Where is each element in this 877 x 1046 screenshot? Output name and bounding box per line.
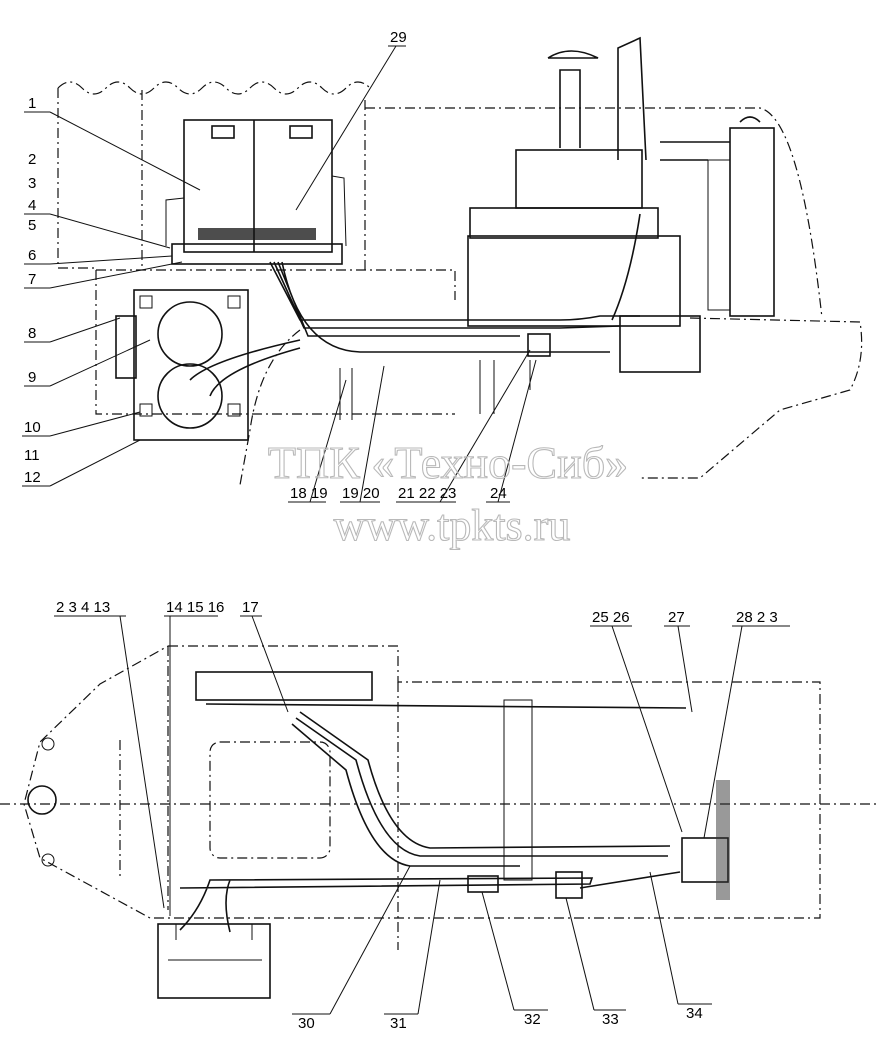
condenser-fan-upper (157, 301, 223, 367)
ac-unit-body (183, 119, 333, 253)
evaporator-bottom (195, 671, 373, 701)
callout-11: 11 (24, 447, 40, 464)
callout-12: 12 (24, 469, 41, 486)
callout-5: 5 (28, 217, 36, 234)
callout-9: 9 (28, 369, 36, 386)
frame-outline-bottom (23, 645, 821, 919)
ac-vent-right (289, 125, 313, 139)
hose-bundle-top (269, 261, 640, 353)
break-line (57, 81, 371, 95)
callout-4: 4 (28, 197, 36, 214)
top-view (57, 36, 863, 486)
condenser-bottom (157, 923, 271, 999)
engine-block (467, 235, 681, 327)
callout-3: 3 (28, 175, 36, 192)
callout-33: 33 (602, 1011, 619, 1028)
callout-34: 34 (686, 1005, 703, 1022)
callout-18-19: 18 19 (290, 485, 328, 502)
ac-grille (198, 228, 316, 240)
frame-outline (95, 269, 456, 486)
callout-2-3-4-13: 2 3 4 13 (56, 599, 110, 616)
engine-head (515, 149, 643, 209)
watermark-company: ТПК «Техно-Сиб» (268, 437, 628, 488)
callout-1: 1 (28, 95, 36, 112)
callout-7: 7 (28, 271, 36, 288)
callout-31: 31 (390, 1015, 407, 1032)
hose-bundle-bottom (205, 703, 687, 867)
condenser-fan-lower (157, 363, 223, 429)
callout-14-15-16: 14 15 16 (166, 599, 224, 616)
tow-eye (27, 785, 57, 815)
bottom-view (0, 645, 877, 999)
compressor-top (619, 315, 701, 373)
condenser-body (133, 289, 249, 441)
callout-17: 17 (242, 599, 259, 616)
radiator (729, 127, 775, 317)
ac-vent-left (211, 125, 235, 139)
callout-25-26: 25 26 (592, 609, 630, 626)
callout-10: 10 (24, 419, 41, 436)
callout-21-22-23: 21 22 23 (398, 485, 456, 502)
callout-32: 32 (524, 1011, 541, 1028)
callout-6: 6 (28, 247, 36, 264)
callouts: 29 1 2 3 4 5 6 7 8 9 10 11 12 18 19 19 2… (22, 29, 790, 1032)
callout-30: 30 (298, 1015, 315, 1032)
valve-block (527, 333, 551, 357)
cab-outline (57, 88, 823, 319)
callout-19-20: 19 20 (342, 485, 380, 502)
watermark: ТПК «Техно-Сиб» www.tpkts.ru (267, 436, 628, 550)
callout-8: 8 (28, 325, 36, 342)
condenser-side-panel (115, 315, 137, 379)
callout-24: 24 (490, 485, 507, 502)
ac-mount-bracket (171, 243, 343, 265)
callout-28-2-3: 28 2 3 (736, 609, 778, 626)
watermark-site: www.tpkts.ru (334, 501, 571, 550)
callout-2: 2 (28, 151, 36, 168)
receiver-drier (555, 871, 583, 899)
callout-29: 29 (390, 29, 407, 46)
callout-27: 27 (668, 609, 685, 626)
